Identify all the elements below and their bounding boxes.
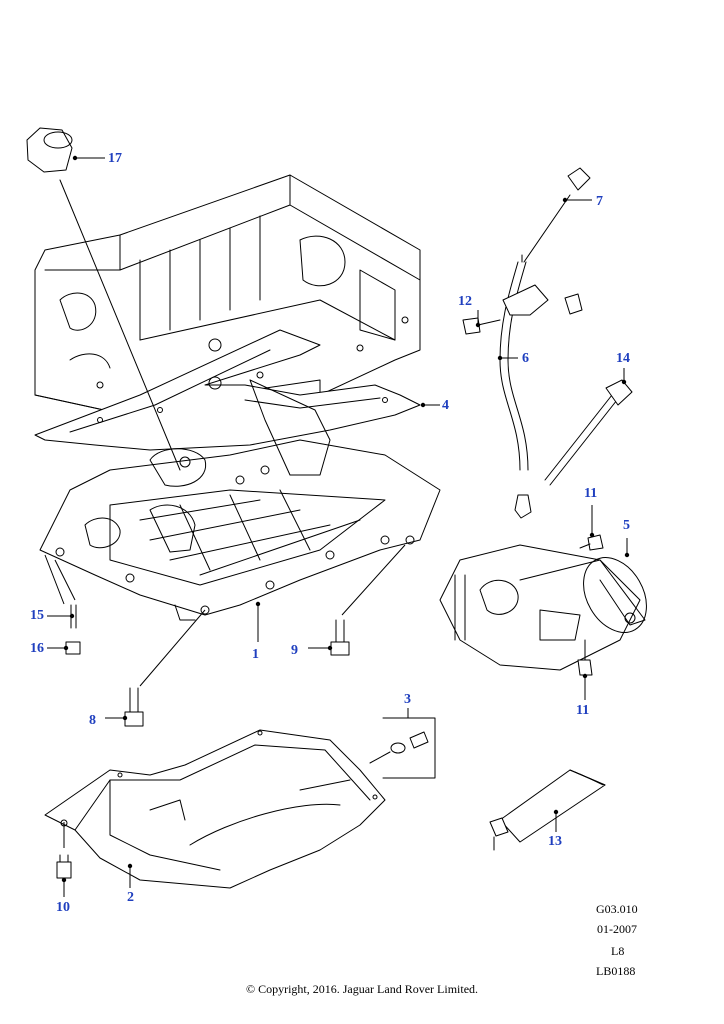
callout-8[interactable]: 8 [89, 713, 96, 728]
callout-15[interactable]: 15 [30, 608, 44, 623]
leader-lines [44, 155, 630, 897]
bolts-illustration [56, 604, 350, 879]
bolt-12-illustration [462, 317, 501, 335]
oil-pan-illustration [44, 729, 386, 889]
callout-9[interactable]: 9 [291, 643, 298, 658]
callout-7[interactable]: 7 [596, 194, 603, 209]
nut-illustration [26, 127, 181, 471]
dipstick-illustration [523, 167, 591, 263]
callout-16[interactable]: 16 [30, 641, 44, 656]
callout-11-upper[interactable]: 11 [584, 486, 598, 501]
callout-12[interactable]: 12 [458, 294, 472, 309]
bolt-11-illustration [577, 534, 604, 676]
callout-1[interactable]: 1 [252, 647, 259, 662]
diagram-date: 01-2007 [597, 922, 637, 936]
callout-14[interactable]: 14 [616, 351, 630, 366]
callout-2[interactable]: 2 [127, 890, 134, 905]
callout-6[interactable]: 6 [522, 351, 529, 366]
diagram-model: L8 [611, 944, 625, 958]
callout-4[interactable]: 4 [442, 398, 449, 413]
dipstick-tube-illustration [499, 254, 583, 519]
callout-10[interactable]: 10 [56, 900, 70, 915]
bedplate-illustration [39, 379, 441, 621]
diagram-ref: G03.010 [596, 902, 638, 916]
diagram-code: LB0188 [596, 964, 636, 978]
sealer-tube-illustration [489, 769, 606, 851]
oil-pickup-illustration [439, 544, 647, 671]
callout-13[interactable]: 13 [548, 834, 562, 849]
engine-block-illustration [34, 174, 421, 421]
oil-level-sensor-illustration [544, 379, 633, 486]
gasket-illustration [34, 329, 421, 451]
washer-detail-illustration [369, 717, 436, 779]
callout-17[interactable]: 17 [108, 151, 122, 166]
callout-5[interactable]: 5 [623, 518, 630, 533]
copyright-notice: © Copyright, 2016. Jaguar Land Rover Lim… [245, 982, 479, 996]
callout-3[interactable]: 3 [404, 692, 411, 707]
callout-11-lower[interactable]: 11 [576, 703, 590, 718]
